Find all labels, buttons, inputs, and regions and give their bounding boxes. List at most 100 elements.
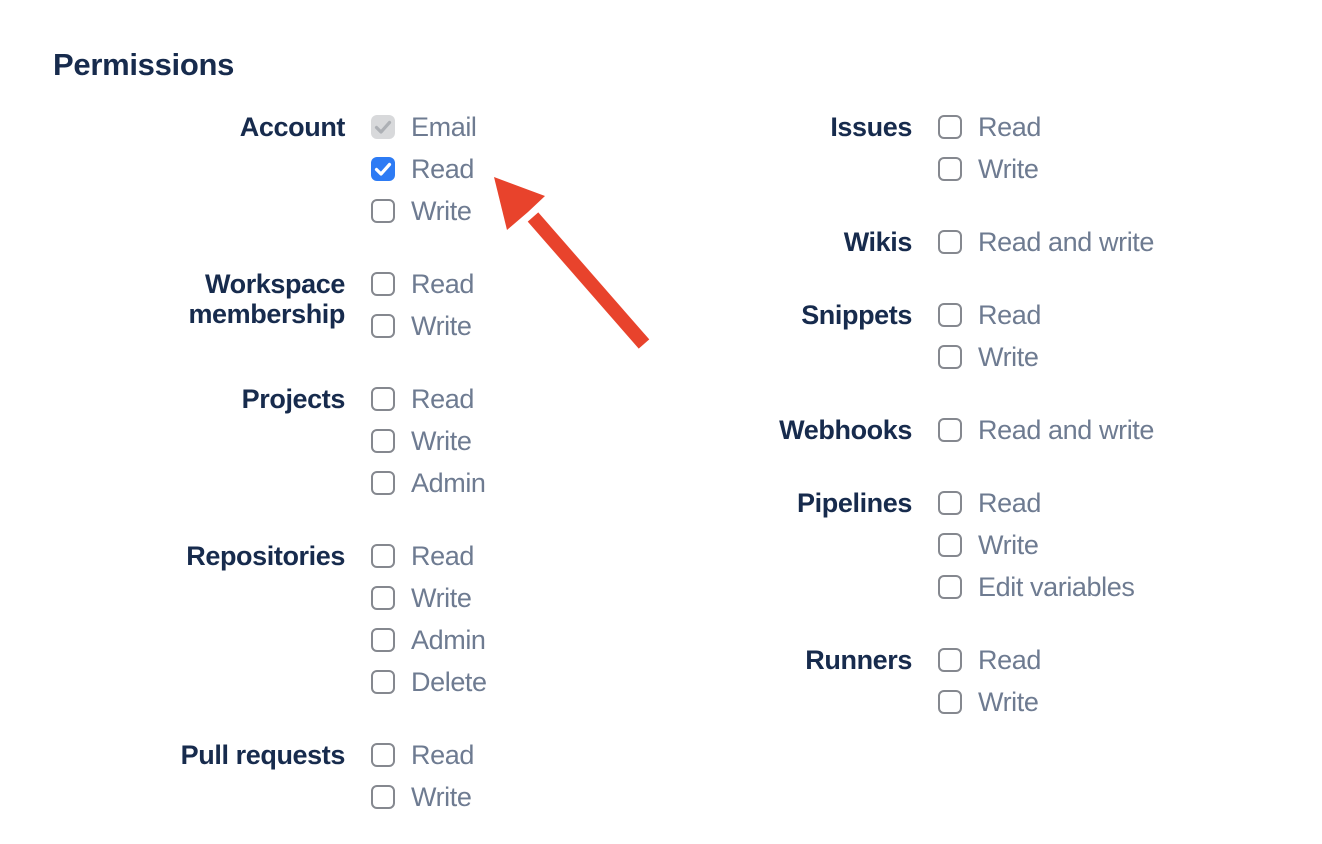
- checkbox-account-write[interactable]: [371, 199, 395, 223]
- checkbox-repositories-admin[interactable]: [371, 628, 395, 652]
- options-wikis: Read and write: [938, 227, 1154, 257]
- option-label-read[interactable]: Read: [978, 300, 1041, 330]
- option-pipelines-read[interactable]: Read: [938, 488, 1134, 518]
- checkbox-runners-read[interactable]: [938, 648, 962, 672]
- option-pull-requests-read[interactable]: Read: [371, 740, 474, 770]
- option-projects-write[interactable]: Write: [371, 426, 486, 456]
- option-issues-write[interactable]: Write: [938, 154, 1041, 184]
- option-label-read-and-write[interactable]: Read and write: [978, 415, 1155, 445]
- checkbox-pull-requests-read[interactable]: [371, 743, 395, 767]
- checkbox-pipelines-read[interactable]: [938, 491, 962, 515]
- option-webhooks-read-and-write[interactable]: Read and write: [938, 415, 1154, 445]
- checkbox-repositories-delete[interactable]: [371, 670, 395, 694]
- group-label-snippets: Snippets: [801, 300, 912, 330]
- checkbox-account-read[interactable]: [371, 157, 395, 181]
- page-title: Permissions: [53, 47, 235, 82]
- option-label-edit-variables[interactable]: Edit variables: [978, 572, 1135, 602]
- checkbox-projects-read[interactable]: [371, 387, 395, 411]
- option-snippets-write[interactable]: Write: [938, 342, 1041, 372]
- group-label-issues: Issues: [830, 112, 912, 142]
- option-account-read[interactable]: Read: [371, 154, 477, 184]
- option-label-email: Email: [411, 112, 477, 142]
- option-label-read[interactable]: Read: [978, 488, 1041, 518]
- option-label-read-and-write[interactable]: Read and write: [978, 227, 1155, 257]
- checkbox-workspace-membership-read[interactable]: [371, 272, 395, 296]
- option-label-write[interactable]: Write: [411, 196, 472, 226]
- option-runners-write[interactable]: Write: [938, 687, 1041, 717]
- option-label-write[interactable]: Write: [978, 530, 1039, 560]
- checkbox-wikis-read-and-write[interactable]: [938, 230, 962, 254]
- option-label-read[interactable]: Read: [978, 112, 1041, 142]
- option-pipelines-edit-variables[interactable]: Edit variables: [938, 572, 1135, 602]
- option-label-write[interactable]: Write: [978, 154, 1039, 184]
- option-label-write[interactable]: Write: [978, 687, 1039, 717]
- checkbox-pipelines-edit-variables[interactable]: [938, 575, 962, 599]
- group-label-pull-requests: Pull requests: [180, 740, 346, 770]
- option-label-read[interactable]: Read: [411, 269, 474, 299]
- option-repositories-admin[interactable]: Admin: [371, 625, 487, 655]
- option-workspace-membership-write[interactable]: Write: [371, 311, 474, 341]
- checkbox-runners-write[interactable]: [938, 690, 962, 714]
- option-projects-admin[interactable]: Admin: [371, 468, 486, 498]
- option-pull-requests-write[interactable]: Write: [371, 782, 474, 812]
- option-label-write[interactable]: Write: [978, 342, 1039, 372]
- checkbox-projects-admin[interactable]: [371, 471, 395, 495]
- perm-group-wikis: Wikis Read and write: [732, 227, 1155, 257]
- option-issues-read[interactable]: Read: [938, 112, 1041, 142]
- option-label-read[interactable]: Read: [411, 384, 474, 414]
- option-snippets-read[interactable]: Read: [938, 300, 1041, 330]
- checkbox-pipelines-write[interactable]: [938, 533, 962, 557]
- group-label-webhooks: Webhooks: [779, 415, 912, 445]
- checkbox-snippets-read[interactable]: [938, 303, 962, 327]
- checkbox-issues-read[interactable]: [938, 115, 962, 139]
- option-pipelines-write[interactable]: Write: [938, 530, 1134, 560]
- option-label-write[interactable]: Write: [411, 782, 472, 812]
- option-repositories-write[interactable]: Write: [371, 583, 487, 613]
- option-label-admin[interactable]: Admin: [411, 468, 486, 498]
- group-label-wikis: Wikis: [843, 227, 913, 257]
- checkbox-account-email: [371, 115, 395, 139]
- option-workspace-membership-read[interactable]: Read: [371, 269, 474, 299]
- option-label-write[interactable]: Write: [411, 583, 472, 613]
- option-label-read[interactable]: Read: [978, 645, 1041, 675]
- option-label-read[interactable]: Read: [411, 154, 474, 184]
- checkbox-repositories-write[interactable]: [371, 586, 395, 610]
- checkbox-snippets-write[interactable]: [938, 345, 962, 369]
- option-label-delete[interactable]: Delete: [411, 667, 487, 697]
- checkbox-issues-write[interactable]: [938, 157, 962, 181]
- option-runners-read[interactable]: Read: [938, 645, 1041, 675]
- option-label-read[interactable]: Read: [411, 740, 474, 770]
- group-label-pipelines: Pipelines: [797, 488, 912, 518]
- option-projects-read[interactable]: Read: [371, 384, 486, 414]
- option-label-write[interactable]: Write: [411, 311, 472, 341]
- checkbox-workspace-membership-write[interactable]: [371, 314, 395, 338]
- perm-group-webhooks: Webhooks Read and write: [732, 415, 1154, 445]
- option-repositories-read[interactable]: Read: [371, 541, 487, 571]
- option-label-write[interactable]: Write: [411, 426, 472, 456]
- option-repositories-delete[interactable]: Delete: [371, 667, 487, 697]
- group-label-runners: Runners: [805, 645, 912, 675]
- checkbox-pull-requests-write[interactable]: [371, 785, 395, 809]
- option-wikis-read-and-write[interactable]: Read and write: [938, 227, 1154, 257]
- checkbox-repositories-read[interactable]: [371, 544, 395, 568]
- option-account-write[interactable]: Write: [371, 196, 477, 226]
- option-label-read[interactable]: Read: [411, 541, 474, 571]
- checkbox-webhooks-read-and-write[interactable]: [938, 418, 962, 442]
- option-label-admin[interactable]: Admin: [411, 625, 486, 655]
- checkbox-projects-write[interactable]: [371, 429, 395, 453]
